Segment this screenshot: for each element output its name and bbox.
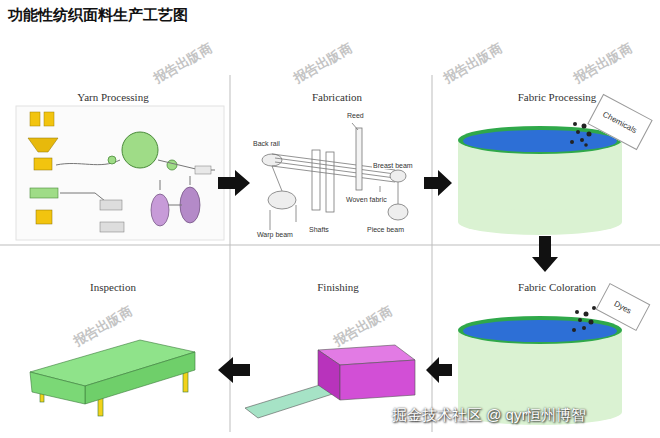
flow-arrow xyxy=(218,357,250,383)
illustration-part xyxy=(28,138,58,152)
panel-heading: Fabric Coloration xyxy=(452,281,660,293)
illustration-part xyxy=(30,112,40,126)
illustration-part xyxy=(16,106,224,240)
source-caption: 掘金技术社区 @ qyr恒州博智 xyxy=(392,406,586,425)
flow-arrow xyxy=(424,170,452,196)
watermark: 报告出版商 xyxy=(440,40,505,88)
illustration-part xyxy=(312,150,320,210)
label-box: Chemicals xyxy=(587,94,652,150)
part-name: Reed xyxy=(346,112,365,119)
box-label: Chemicals xyxy=(601,109,638,134)
illustration-part xyxy=(326,152,334,212)
illustration-part xyxy=(0,245,660,246)
illustration-part xyxy=(580,138,584,142)
illustration-part xyxy=(570,140,574,144)
illustration-part xyxy=(582,124,587,129)
diagram-title: 功能性纺织面料生产工艺图 xyxy=(8,6,188,25)
process-panel: Fabric ProcessingChemicals xyxy=(452,85,660,236)
watermark: 报告出版商 xyxy=(290,40,355,88)
illustration-part xyxy=(100,222,124,232)
grid-lines xyxy=(0,75,660,432)
label-box: Dyes xyxy=(596,283,651,331)
illustration-part xyxy=(458,126,622,154)
panel-heading: Inspection xyxy=(8,281,218,293)
illustration-part xyxy=(100,200,122,210)
illustration-part xyxy=(356,128,362,190)
flow-arrow xyxy=(532,236,558,272)
process-panel: Inspection xyxy=(8,272,218,425)
illustration-part xyxy=(458,316,622,344)
illustration-part xyxy=(318,350,340,400)
loom-figure xyxy=(262,123,408,230)
illustration-part xyxy=(398,182,399,204)
processing-tank xyxy=(458,126,622,235)
illustration-part xyxy=(340,360,415,400)
watermark: 报告出版商 xyxy=(70,303,135,351)
flow-arrow xyxy=(218,170,250,196)
process-panel: Fabric ColorationDyes xyxy=(452,272,660,425)
illustration-part xyxy=(30,372,85,404)
dye-particles xyxy=(572,306,596,332)
illustration-part xyxy=(180,187,200,223)
illustration-part xyxy=(36,210,52,224)
illustration-part xyxy=(268,191,296,209)
part-name: Back rail xyxy=(252,140,281,147)
illustration-part xyxy=(195,166,211,174)
illustration-part xyxy=(578,318,582,322)
panel-heading: Finishing xyxy=(250,281,426,293)
illustration-part xyxy=(390,170,406,182)
illustration-part xyxy=(34,158,52,170)
illustration-part xyxy=(85,352,195,404)
illustration-part xyxy=(108,156,116,164)
illustration-part xyxy=(463,320,617,342)
illustration-part xyxy=(575,310,579,314)
watermark: 报告出版商 xyxy=(330,303,395,351)
inspection-table xyxy=(30,340,195,416)
panel-heading: Fabric Processing xyxy=(452,91,660,103)
part-name: Woven fabric xyxy=(345,196,388,203)
finishing-machine xyxy=(245,345,415,418)
part-name: Shafts xyxy=(308,226,330,233)
illustration-part xyxy=(44,112,54,126)
illustration-part xyxy=(432,75,433,432)
part-name: Warp beam xyxy=(256,231,294,238)
illustration-part xyxy=(151,194,169,226)
illustration-part xyxy=(573,122,577,126)
illustration-part xyxy=(572,328,576,332)
illustration-part xyxy=(388,204,408,220)
illustration-part xyxy=(296,205,297,222)
yarn-processing-figure xyxy=(16,106,224,240)
illustration-part xyxy=(582,326,586,330)
illustration-part xyxy=(122,132,158,168)
illustration-part xyxy=(587,132,592,137)
illustration-part xyxy=(584,143,588,147)
illustration-part xyxy=(160,176,190,205)
illustration-part xyxy=(576,130,580,134)
watermark: 报告出版商 xyxy=(150,40,215,88)
illustration-part xyxy=(584,312,589,317)
illustration-part xyxy=(352,123,358,130)
flow-arrow xyxy=(426,357,452,383)
box-label: Dyes xyxy=(613,299,633,316)
process-panel: Yarn Processing xyxy=(8,85,218,240)
part-name: Piece beam xyxy=(366,226,405,233)
illustration-part xyxy=(30,188,58,198)
panel-heading: Yarn Processing xyxy=(8,91,218,103)
watermark: 报告出版商 xyxy=(570,40,635,88)
panel-heading: Fabrication xyxy=(250,91,424,103)
illustration-part xyxy=(262,154,282,166)
illustration-part xyxy=(458,209,622,235)
illustration-part xyxy=(270,210,271,230)
illustration-part xyxy=(380,186,381,192)
illustration-part xyxy=(272,166,282,191)
illustration-part xyxy=(589,320,594,325)
part-name: Breast beam xyxy=(372,162,414,169)
illustration-part xyxy=(463,130,617,152)
illustration-part xyxy=(167,160,177,170)
